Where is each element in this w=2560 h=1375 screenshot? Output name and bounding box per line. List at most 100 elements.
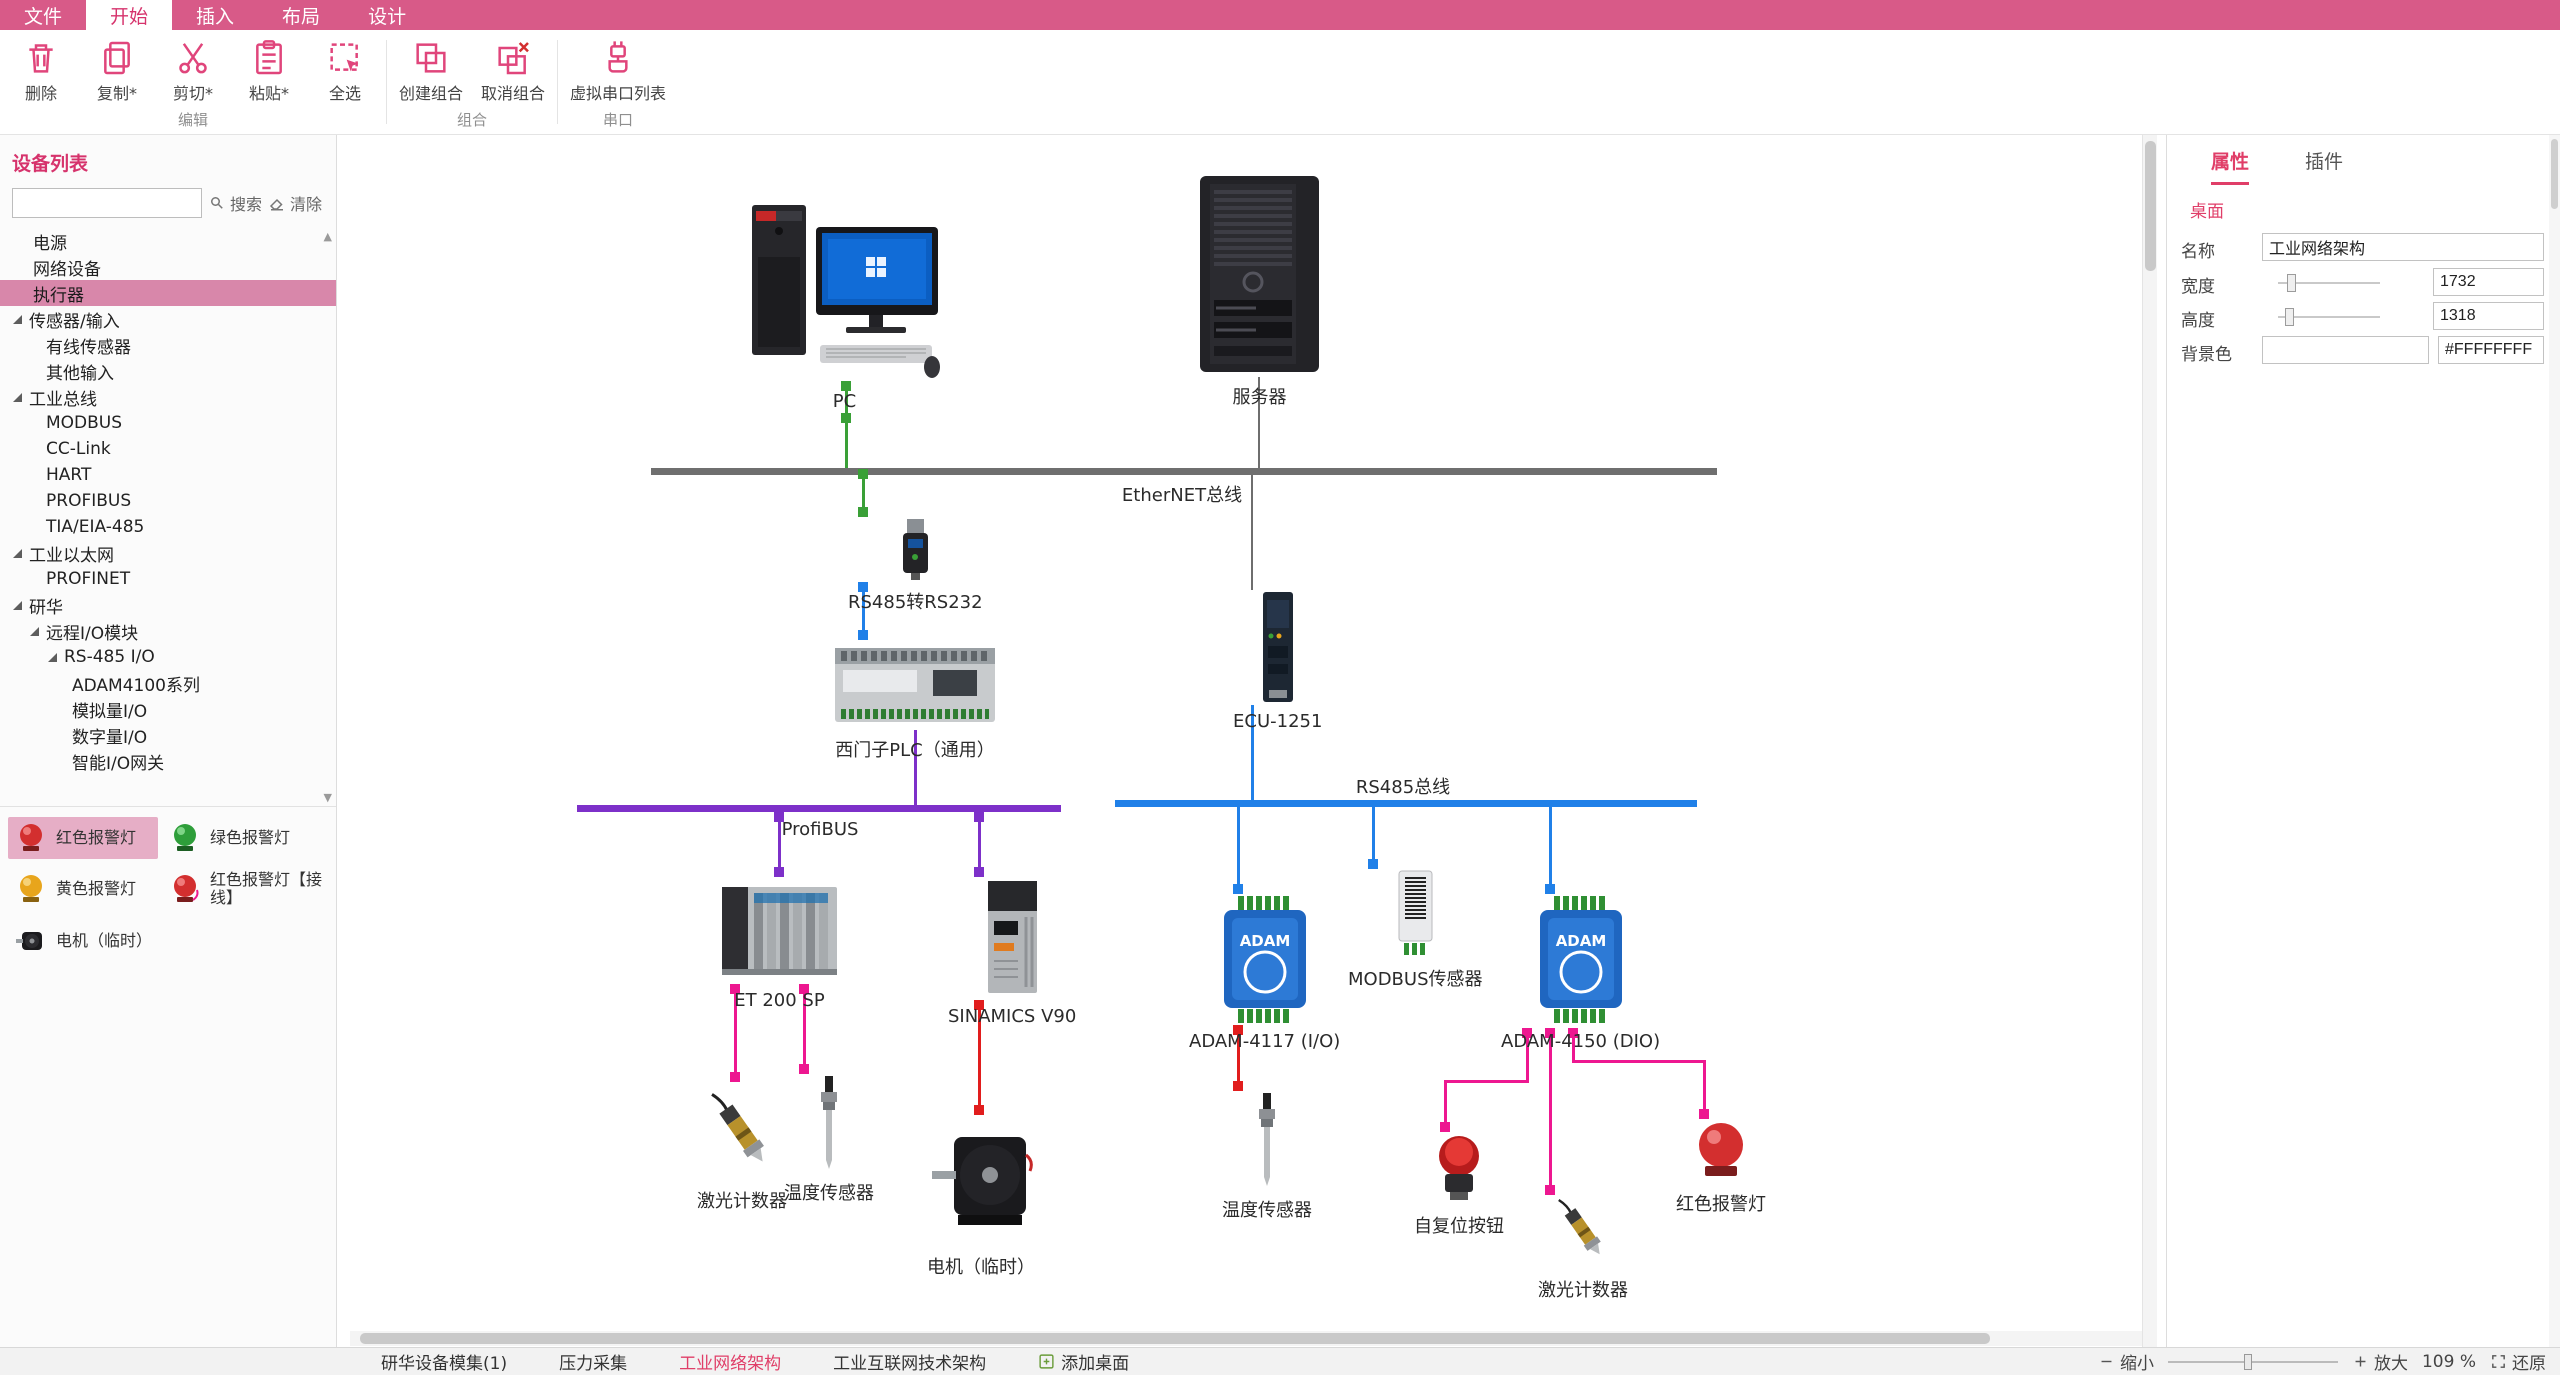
canvas-vertical-scrollbar[interactable]: [2142, 135, 2157, 1347]
tree-item-analog-io[interactable]: 模拟量I/O: [72, 701, 148, 722]
laser-counter-2-node[interactable]: 激光计数器: [1538, 1190, 1628, 1302]
rs485-bus[interactable]: [1115, 800, 1697, 807]
menu-insert[interactable]: 插入: [196, 5, 235, 28]
scrollbar-thumb[interactable]: [2145, 141, 2156, 271]
menu-home[interactable]: 开始: [86, 0, 173, 30]
tree-item-smart-io-gateway[interactable]: 智能I/O网关: [72, 753, 165, 774]
menu-design[interactable]: 设计: [368, 5, 407, 28]
bg-color-input[interactable]: [2438, 336, 2544, 364]
palette-item-green-alarm-lamp[interactable]: 绿色报警灯: [162, 817, 332, 859]
desktop-tab-industrial-network[interactable]: 工业网络架构: [679, 1354, 782, 1374]
add-desktop-button[interactable]: 添加桌面: [1012, 1348, 1155, 1375]
tree-item-rs485-io[interactable]: RS-485 I/O: [0, 644, 336, 670]
temp-sensor-1-node[interactable]: 温度传感器: [784, 1074, 874, 1205]
wire-converter-plc[interactable]: [862, 582, 865, 640]
ethernet-bus[interactable]: [651, 468, 1717, 475]
wire-plc-profibus[interactable]: [914, 730, 917, 808]
height-slider-thumb[interactable]: [2285, 308, 2294, 326]
zoom-slider[interactable]: [2167, 1353, 2338, 1370]
height-slider[interactable]: [2278, 316, 2380, 318]
wire-profibus-v90[interactable]: [978, 812, 981, 877]
expander-icon[interactable]: [13, 392, 22, 402]
expander-icon[interactable]: [30, 626, 39, 636]
select-all-button[interactable]: 全选: [316, 38, 374, 104]
expander-icon[interactable]: [48, 652, 57, 662]
tree-item-tia-eia-485[interactable]: TIA/EIA-485: [46, 517, 145, 537]
menu-layout[interactable]: 布局: [282, 5, 321, 28]
scrollbar-thumb[interactable]: [2551, 139, 2558, 209]
tree-item-modbus[interactable]: MODBUS: [46, 413, 123, 433]
modbus-sensor-node[interactable]: MODBUS传感器: [1348, 869, 1483, 991]
wire-adam4150-button-2[interactable]: [1444, 1080, 1529, 1083]
wire-ethernet-ecu[interactable]: [1251, 475, 1253, 590]
wire-profibus-et200sp[interactable]: [778, 812, 781, 877]
expander-icon[interactable]: [13, 548, 22, 558]
ecu-1251-node[interactable]: ECU-1251: [1233, 590, 1322, 732]
wire-adam4150-laser2[interactable]: [1549, 1033, 1552, 1195]
tree-item-industrial-bus[interactable]: 工业总线: [0, 384, 336, 410]
laser-counter-1-node[interactable]: 激光计数器: [697, 1082, 787, 1213]
ungroup-button[interactable]: 取消组合: [481, 38, 545, 104]
wire-ethernet-converter[interactable]: [862, 475, 865, 517]
tab-plugins[interactable]: 插件: [2305, 151, 2344, 173]
copy-button[interactable]: 复制*: [88, 38, 146, 104]
paste-button[interactable]: 粘贴*: [240, 38, 298, 104]
server-node[interactable]: 服务器: [1190, 172, 1329, 409]
wire-rs485-adam4150[interactable]: [1549, 807, 1552, 894]
delete-button[interactable]: 删除: [12, 38, 70, 104]
tree-item-remote-io-module[interactable]: 远程I/O模块: [0, 618, 336, 644]
palette-item-motor-temp[interactable]: 电机（临时）: [8, 920, 158, 962]
tree-item-digital-io[interactable]: 数字量I/O: [72, 727, 148, 748]
reset-button-node[interactable]: 自复位按钮: [1414, 1132, 1504, 1238]
clear-button[interactable]: 清除: [268, 191, 322, 215]
temp-sensor-2-node[interactable]: 温度传感器: [1222, 1091, 1312, 1222]
width-slider-thumb[interactable]: [2287, 274, 2296, 292]
canvas-horizontal-scrollbar[interactable]: [350, 1331, 2142, 1346]
zoom-reset-button[interactable]: 还原: [2490, 1349, 2546, 1374]
converter-node[interactable]: RS485转RS232: [848, 517, 983, 614]
width-slider[interactable]: [2278, 282, 2380, 284]
bg-color-picker[interactable]: [2262, 336, 2429, 364]
tree-item-other-input[interactable]: 其他输入: [46, 363, 114, 384]
cut-button[interactable]: 剪切*: [164, 38, 222, 104]
wire-server-ethernet[interactable]: [1258, 377, 1260, 468]
width-input[interactable]: [2433, 268, 2544, 296]
menu-file[interactable]: 文件: [24, 5, 63, 28]
adam4150-node[interactable]: ADAM ADAM-4150 (DIO): [1501, 894, 1660, 1052]
profibus-bus[interactable]: [577, 805, 1061, 812]
wire-adam4150-lamp-2[interactable]: [1572, 1060, 1706, 1063]
tree-item-sensor-input[interactable]: 传感器/输入: [0, 306, 336, 332]
tree-item-network-device[interactable]: 网络设备: [33, 259, 101, 280]
wire-rs485-modbus-sensor[interactable]: [1372, 807, 1375, 869]
tree-item-profibus[interactable]: PROFIBUS: [46, 491, 132, 511]
desktop-tab-iiot-architecture[interactable]: 工业互联网技术架构: [833, 1354, 987, 1374]
height-input[interactable]: [2433, 302, 2544, 330]
wire-ecu-rs485[interactable]: [1251, 705, 1254, 800]
search-button[interactable]: 搜索: [208, 191, 262, 215]
wire-adam4117-temp2[interactable]: [1237, 1025, 1240, 1091]
palette-item-red-alarm-lamp[interactable]: 红色报警灯: [8, 817, 158, 859]
et200sp-node[interactable]: ET 200 SP: [722, 877, 837, 1011]
tree-item-industrial-ethernet[interactable]: 工业以太网: [0, 540, 336, 566]
wire-adam4150-button-1[interactable]: [1526, 1033, 1529, 1080]
name-input[interactable]: [2262, 233, 2544, 261]
pc-node[interactable]: PC: [746, 197, 943, 412]
tree-item-profinet[interactable]: PROFINET: [46, 569, 131, 589]
device-search-input[interactable]: [12, 188, 202, 218]
tree-item-hart[interactable]: HART: [46, 465, 92, 485]
tree-item-actuator[interactable]: 执行器: [0, 280, 336, 306]
tree-item-wired-sensor[interactable]: 有线传感器: [46, 337, 131, 358]
wire-et200sp-laser1[interactable]: [734, 984, 737, 1082]
wire-pc-ethernet[interactable]: [845, 381, 848, 468]
motor-node[interactable]: 电机（临时）: [927, 1115, 1035, 1279]
palette-item-red-alarm-lamp-wired[interactable]: 红色报警灯【接线】: [162, 867, 332, 912]
wire-et200sp-temp1[interactable]: [803, 984, 806, 1074]
palette-item-yellow-alarm-lamp[interactable]: 黄色报警灯: [8, 867, 158, 912]
scrollbar-thumb[interactable]: [360, 1333, 1990, 1344]
desktop-tab-pressure[interactable]: 压力采集: [559, 1354, 628, 1374]
wire-adam4150-lamp-3[interactable]: [1703, 1060, 1706, 1119]
red-alarm-lamp-node[interactable]: 红色报警灯: [1676, 1119, 1766, 1216]
tree-item-advantech[interactable]: 研华: [0, 592, 336, 618]
virtual-serial-button[interactable]: 虚拟串口列表: [570, 38, 666, 104]
wire-adam4150-button-3[interactable]: [1444, 1080, 1447, 1132]
